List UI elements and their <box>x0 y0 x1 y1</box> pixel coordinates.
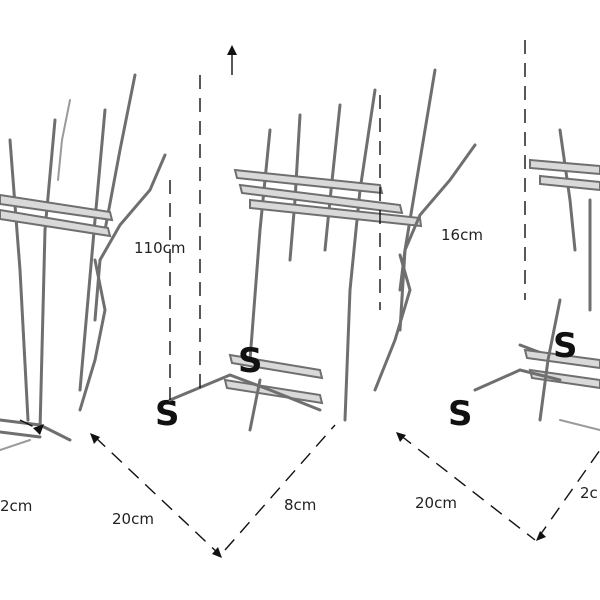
middle-seat-slat-3 <box>249 198 423 228</box>
vertical-dimension-lines <box>19 40 526 435</box>
middle-seat-slat-1 <box>233 168 384 195</box>
height-label-left: 110cm <box>134 239 186 257</box>
arrow-left-icon-2 <box>396 432 406 442</box>
width-label-right: 20cm <box>415 494 457 512</box>
middle-base-slat-1 <box>228 353 324 380</box>
height-label-right: 16cm <box>441 226 483 244</box>
arrow-left-icon <box>90 433 100 444</box>
right-wheel-icon: S <box>448 394 473 434</box>
right-seat-slat-1 <box>529 158 600 176</box>
left-chair: S <box>0 73 180 451</box>
right-base-slat-1 <box>523 348 600 370</box>
edge-label-left: 2cm <box>0 497 32 515</box>
edge-label-right: 2c <box>580 484 598 502</box>
middle-chair: S <box>168 68 477 432</box>
arrow-right-icon-2 <box>536 531 546 541</box>
arrow-right-icon <box>212 547 222 558</box>
left-wheel-icon: S <box>155 394 180 434</box>
middle-seat-slat-2 <box>238 183 404 215</box>
middle-wheel-icon: S <box>238 341 263 381</box>
arrow-up-icon <box>227 45 237 55</box>
arrow-corner-icon <box>33 424 44 435</box>
width-label-left: 20cm <box>112 510 154 528</box>
right-seat-slat-2 <box>539 174 600 192</box>
right-top-wheel-icon: S <box>553 326 578 366</box>
depth-label-middle: 8cm <box>284 496 316 514</box>
right-chair: S S <box>448 128 600 434</box>
left-seat-slat-1 <box>0 193 114 222</box>
right-base-slat-2 <box>528 368 600 390</box>
base-dimension-lines <box>90 424 600 558</box>
left-seat-slat-2 <box>0 208 112 238</box>
